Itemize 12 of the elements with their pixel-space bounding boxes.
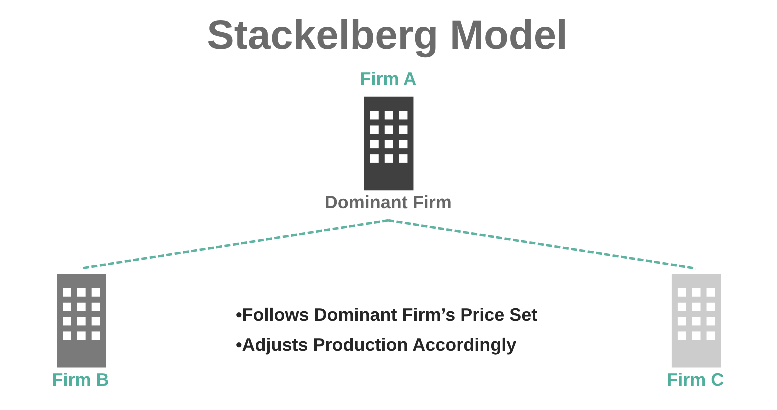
node-box-text — [364, 96, 414, 191]
node-box — [57, 274, 106, 368]
label: •Follows Dominant Firm’s Price Set — [236, 304, 538, 325]
connector — [388, 219, 696, 270]
diagram-title: Stackelberg Model — [207, 12, 568, 58]
node-label: Firm B — [52, 370, 110, 390]
connector — [80, 219, 389, 270]
node-box — [672, 274, 722, 368]
label: •Adjusts Production Accordingly — [236, 334, 517, 355]
node-label: Dominant Firm — [324, 192, 452, 213]
node-label: Firm A — [360, 68, 417, 89]
node-label: Firm C — [667, 370, 724, 390]
